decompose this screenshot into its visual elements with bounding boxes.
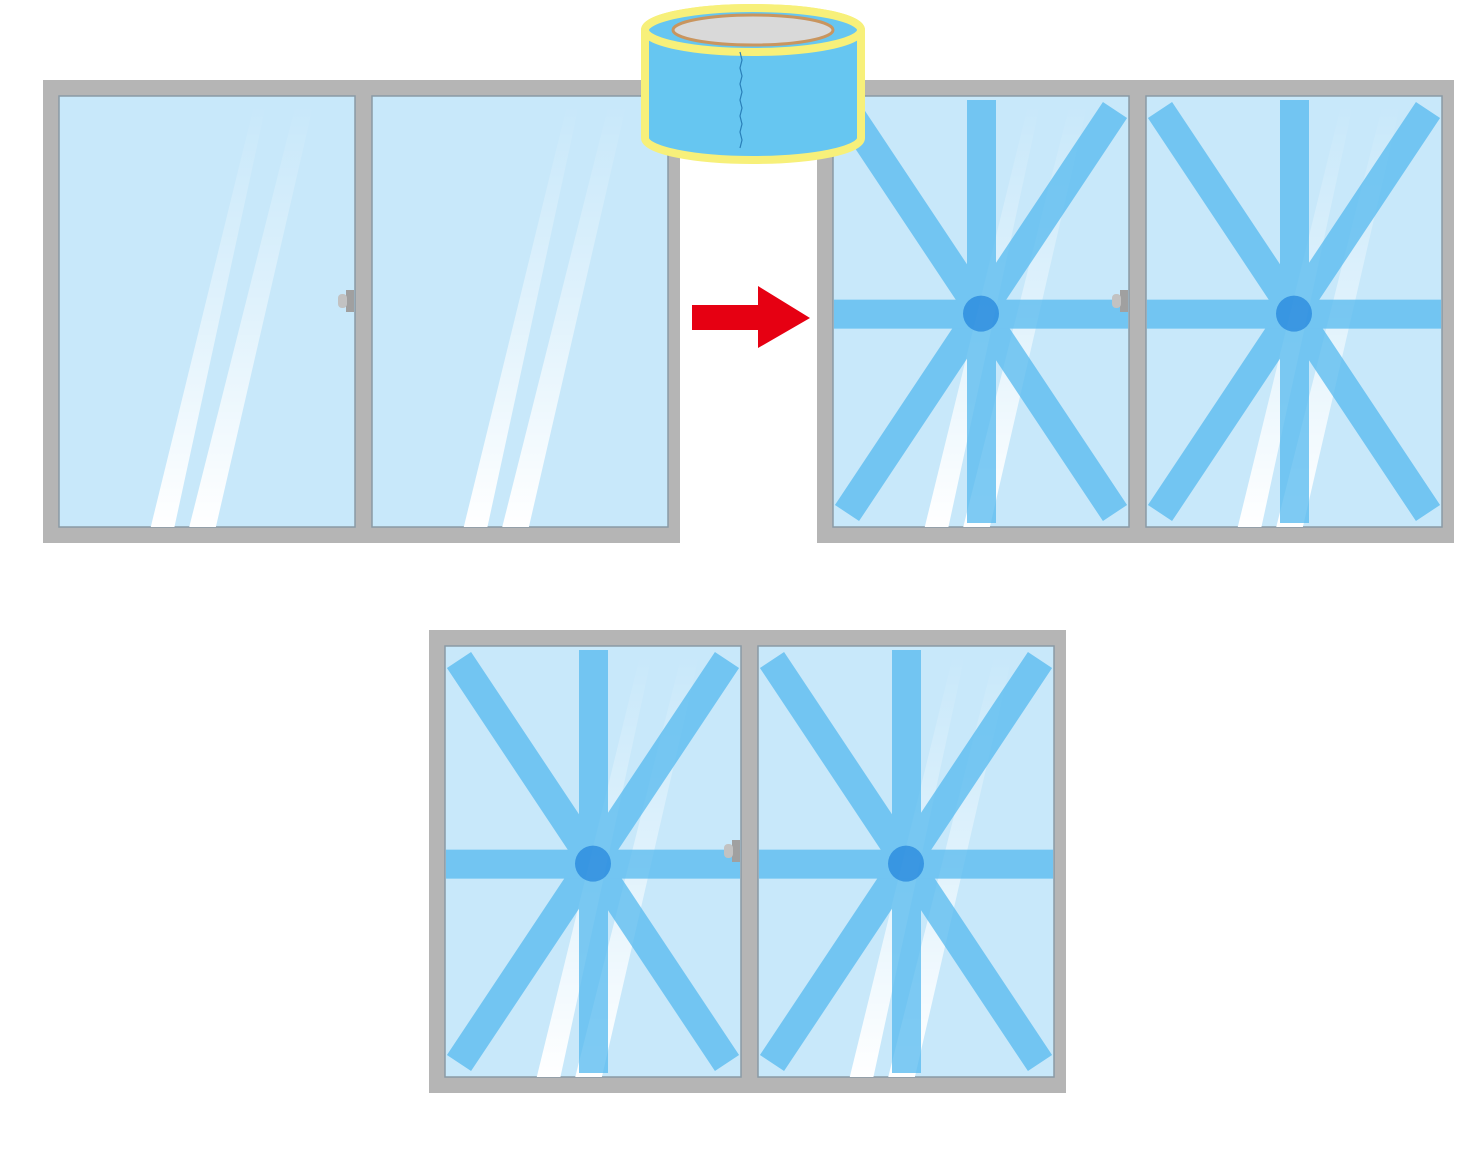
- window-pane: [444, 645, 742, 1078]
- lock-lever: [724, 844, 733, 858]
- glass-shine: [502, 104, 627, 527]
- lock-base: [732, 840, 740, 862]
- glass-shine: [463, 104, 580, 527]
- window-after-top: [817, 80, 1454, 543]
- tape-overlap: [888, 845, 924, 882]
- lock-base: [1120, 290, 1128, 312]
- window-pane: [371, 95, 669, 528]
- window-pane: [58, 95, 356, 528]
- window-lock-handle: [724, 840, 740, 862]
- tape-roll-core: [671, 13, 835, 47]
- lock-lever: [1112, 294, 1121, 308]
- tape-overlap: [963, 295, 999, 332]
- lock-base: [346, 290, 354, 312]
- glass-shine: [150, 104, 267, 527]
- window-pane: [832, 95, 1130, 528]
- window-pane: [757, 645, 1055, 1078]
- window-lock-handle: [338, 290, 354, 312]
- window-lock-handle: [1112, 290, 1128, 312]
- lock-lever: [338, 294, 347, 308]
- window-pane: [1145, 95, 1443, 528]
- window-before: [43, 80, 680, 543]
- glass-shine: [189, 104, 314, 527]
- tape-overlap: [575, 845, 611, 882]
- arrow-right-icon: [692, 286, 810, 348]
- window-after-bottom: [429, 630, 1066, 1093]
- tape-roll-icon: [641, 4, 865, 164]
- tape-overlap: [1276, 295, 1312, 332]
- tape-roll-end-edge: [739, 51, 743, 149]
